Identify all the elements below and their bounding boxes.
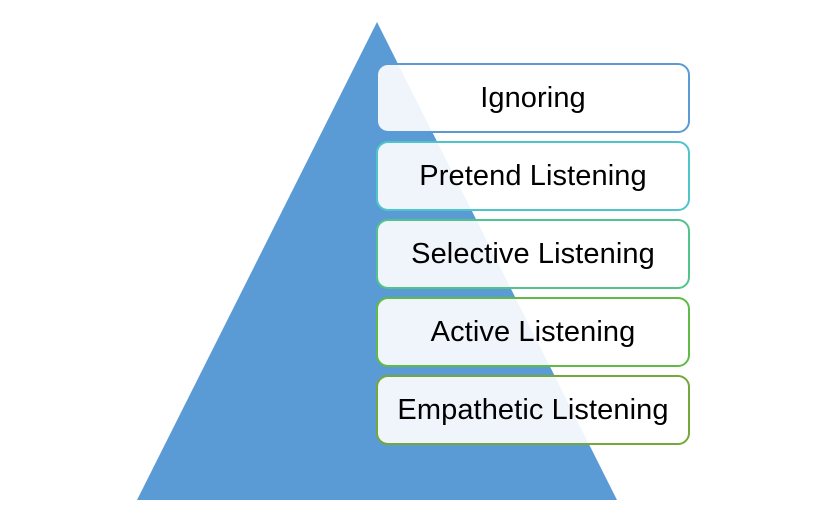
level-label-active-listening: Active Listening [430,315,636,348]
level-box-pretend-listening[interactable]: Pretend Listening [376,141,690,211]
level-box-ignoring[interactable]: Ignoring [376,63,690,133]
level-box-empathetic-listening[interactable]: Empathetic Listening [376,375,690,445]
level-label-pretend-listening: Pretend Listening [419,159,647,192]
level-label-empathetic-listening: Empathetic Listening [397,393,669,426]
level-label-ignoring: Ignoring [480,81,586,114]
level-box-selective-listening[interactable]: Selective Listening [376,219,690,289]
level-label-selective-listening: Selective Listening [411,237,655,270]
level-box-active-listening[interactable]: Active Listening [376,297,690,367]
